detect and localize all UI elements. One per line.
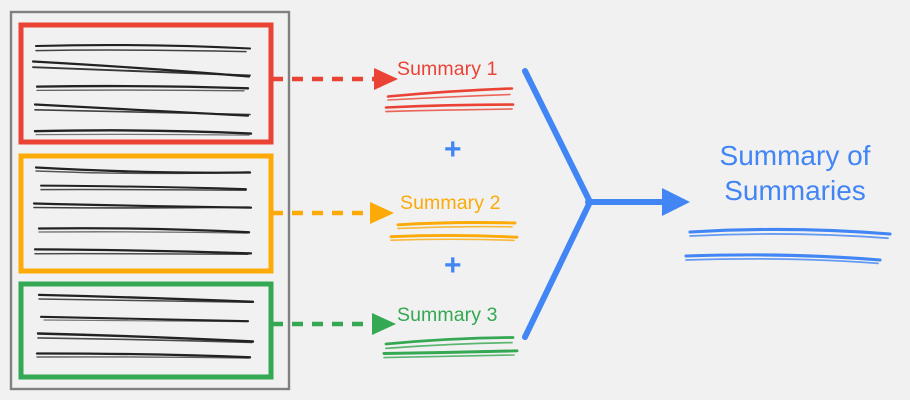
final-summary-underlines bbox=[684, 227, 892, 265]
summary-3-underlines bbox=[382, 336, 519, 359]
chunk-1-box[interactable] bbox=[18, 22, 274, 145]
summary-3-label: Summary 3 bbox=[397, 304, 498, 326]
final-summary-line-1: Summary of bbox=[719, 140, 871, 171]
summary-1-label: Summary 1 bbox=[397, 58, 498, 80]
chunk-3-text-lines bbox=[35, 293, 255, 359]
arrow-final-head bbox=[662, 188, 690, 216]
arrow-chunk-2 bbox=[272, 202, 394, 224]
summary-2-underlines bbox=[389, 221, 519, 242]
chunk-1-text-lines bbox=[31, 43, 253, 136]
final-summary-line-2: Summaries bbox=[724, 174, 866, 206]
final-summary-label: Summary of Summaries bbox=[700, 139, 890, 208]
source-document-panel bbox=[9, 10, 291, 391]
chunk-3-box[interactable] bbox=[18, 281, 274, 380]
chunk-2-group[interactable] bbox=[18, 153, 274, 274]
chunk-3-group[interactable] bbox=[18, 281, 274, 380]
summary-2-label: Summary 2 bbox=[400, 192, 501, 214]
summary-1-underlines bbox=[384, 87, 515, 113]
arrow-chunk-3 bbox=[272, 313, 396, 335]
chunk-2-text-lines bbox=[32, 166, 253, 256]
chunk-2-box[interactable] bbox=[18, 153, 274, 274]
plus-operator-2: + bbox=[444, 249, 462, 282]
merge-connector bbox=[522, 68, 668, 340]
plus-operator-1: + bbox=[444, 133, 462, 166]
arrow-chunk-1 bbox=[272, 68, 398, 90]
chunk-1-group[interactable] bbox=[18, 22, 274, 145]
